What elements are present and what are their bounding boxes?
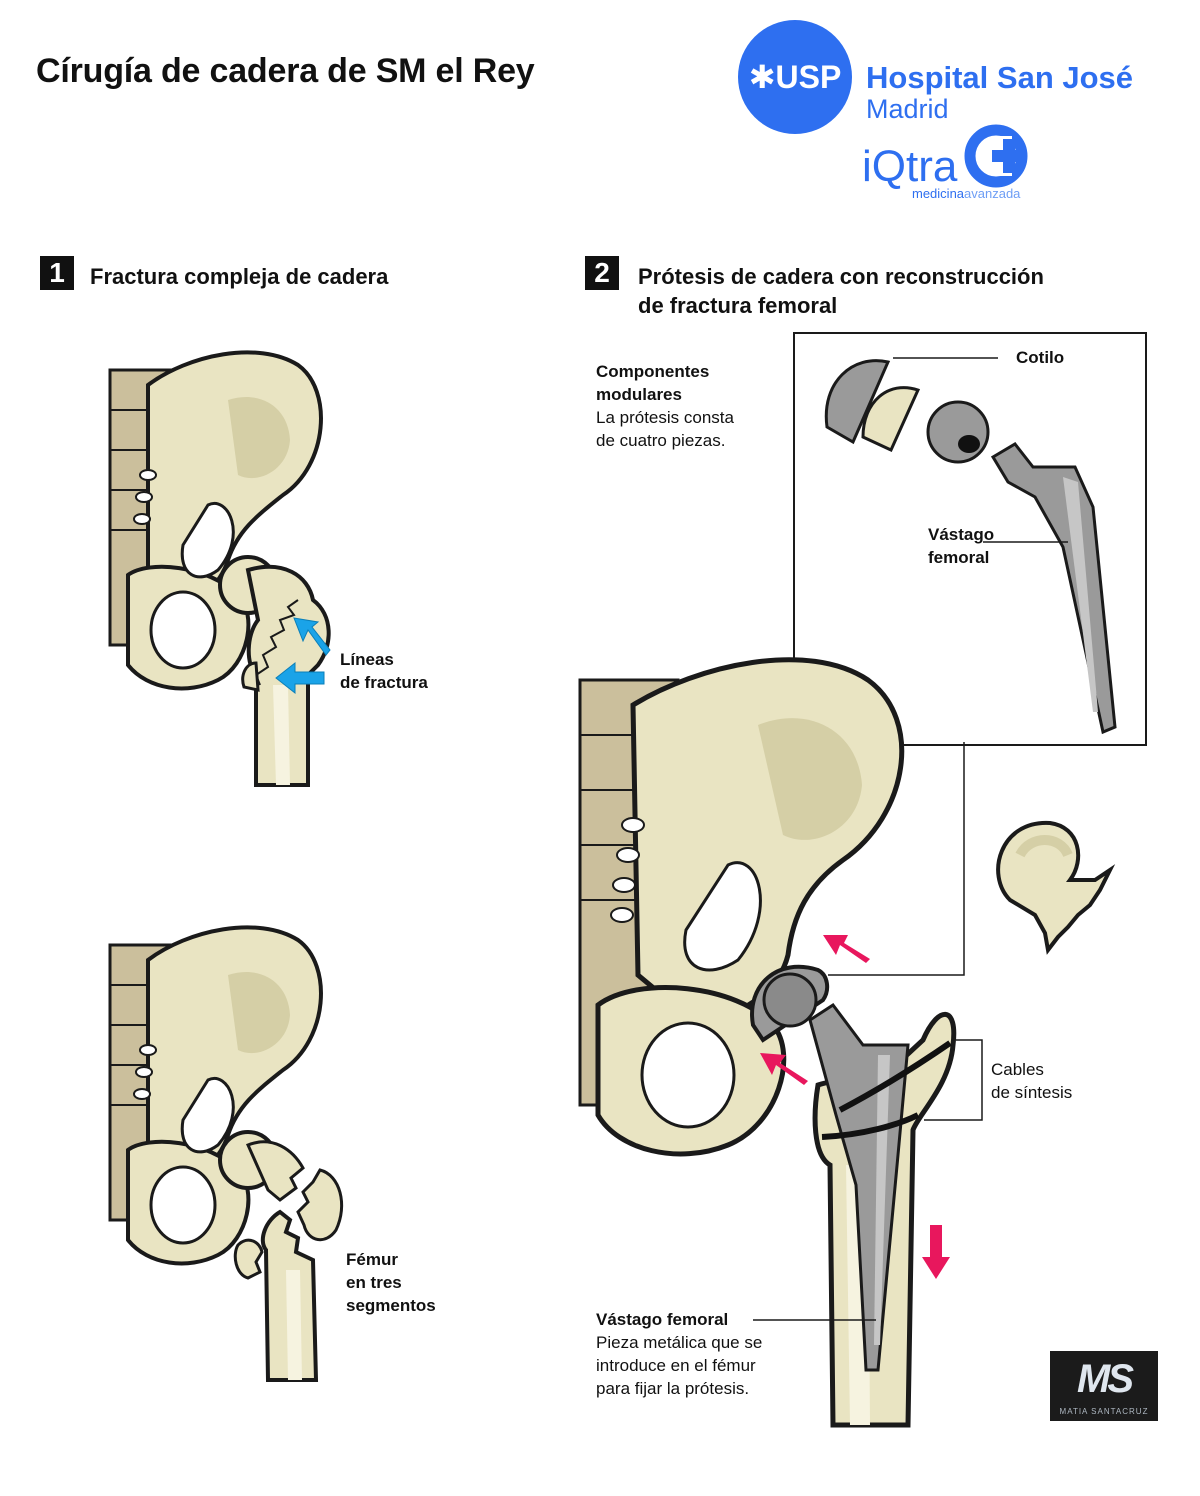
iqtra-tagline: medicinaavanzada: [912, 186, 1020, 201]
stem-component-label: Vástago femoral: [928, 523, 994, 569]
tagline-bold: medicina: [912, 186, 965, 201]
pelvis-fracture-illustration: [108, 350, 331, 787]
step2-title-line2: de fractura femoral: [638, 293, 838, 318]
signature-name: MATIA SANTACRUZ: [1059, 1407, 1149, 1416]
modular-desc-1: La prótesis consta: [596, 408, 734, 427]
femoral-stem-desc-1: Pieza metálica que se: [596, 1333, 763, 1352]
stem-down-arrow-icon: [922, 1225, 950, 1279]
modular-title-1: Componentes: [596, 362, 710, 381]
fracture-lines-label-2: de fractura: [340, 673, 428, 692]
modular-desc-2: de cuatro piezas.: [596, 431, 726, 450]
removed-femoral-head-illustration: [996, 820, 1116, 955]
step2-number: 2: [585, 256, 619, 290]
fracture-lines-label-1: Líneas: [340, 650, 394, 669]
hip-prosthesis-illustration: [578, 657, 983, 1428]
tagline-light: avanzada: [964, 186, 1021, 201]
femoral-stem-desc-2: introduce en el fémur: [596, 1356, 756, 1375]
iqtra-logo-text: iQtra: [862, 142, 958, 191]
three-segments-label-2: en tres: [346, 1273, 402, 1292]
prosthesis-components-illustration: [824, 357, 1117, 735]
author-signature-logo: MS MATIA SANTACRUZ: [1050, 1351, 1158, 1421]
usp-logo: ✱USP: [738, 20, 852, 134]
fracture-arrow-lower-icon: [275, 661, 325, 695]
three-segments-label: Fémur en tres segmentos: [346, 1248, 436, 1317]
three-segments-label-1: Fémur: [346, 1250, 398, 1269]
fracture-arrow-upper-icon: [293, 617, 331, 656]
signature-letters: MS: [1077, 1357, 1134, 1401]
cotilo-label: Cotilo: [1016, 348, 1065, 367]
star-icon: ✱: [748, 59, 776, 95]
step1-number: 1: [40, 256, 74, 290]
fracture-lines-label: Líneas de fractura: [340, 648, 428, 694]
modular-components-text: Componentes modulares La prótesis consta…: [596, 360, 734, 452]
three-segments-label-3: segmentos: [346, 1296, 436, 1315]
insert-arrow-upper-icon: [823, 935, 870, 963]
insert-arrow-lower-icon: [760, 1053, 808, 1085]
cables-label-1: Cables: [991, 1060, 1044, 1079]
femoral-stem-title: Vástago femoral: [596, 1310, 729, 1329]
stem-component-label-1: Vástago: [928, 525, 995, 544]
stem-component-label-2: femoral: [928, 548, 990, 567]
hospital-name: Hospital San José: [866, 60, 1134, 95]
femoral-stem-description: Vástago femoral Pieza metálica que se in…: [596, 1308, 762, 1400]
step2-title: Prótesis de cadera con reconstrucción de…: [638, 262, 1044, 320]
iqtra-cross-icon: [964, 124, 1028, 188]
hospital-city: Madrid: [866, 94, 949, 124]
modular-title-2: modulares: [596, 385, 682, 404]
femoral-stem-desc-3: para fijar la prótesis.: [596, 1379, 750, 1398]
cables-label-2: de síntesis: [991, 1083, 1073, 1102]
step2-title-line1: Prótesis de cadera con reconstrucción: [638, 264, 1044, 289]
page-title: Círugía de cadera de SM el Rey: [36, 52, 535, 90]
step1-title: Fractura compleja de cadera: [90, 264, 389, 289]
femur-three-segments-illustration: [108, 925, 344, 1382]
usp-logo-text: USP: [775, 59, 842, 95]
cables-label: Cables de síntesis: [991, 1058, 1072, 1104]
